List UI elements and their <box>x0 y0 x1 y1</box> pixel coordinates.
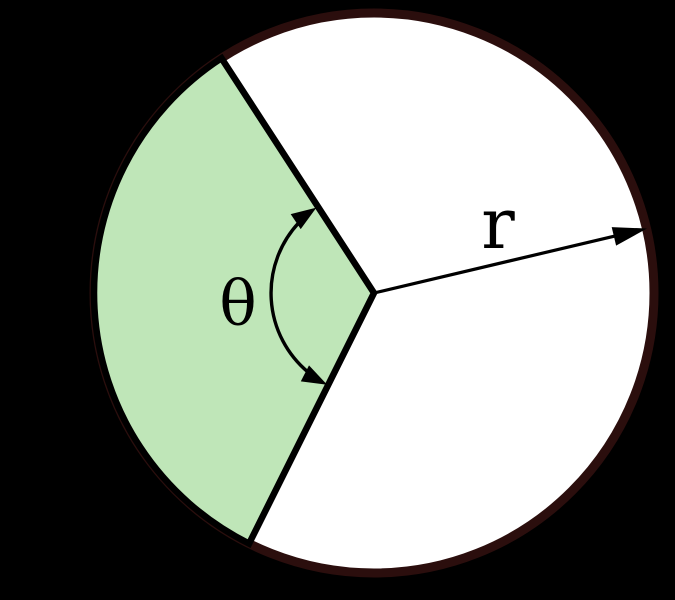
angle-arc <box>269 221 309 374</box>
radius-arrow <box>373 227 647 295</box>
radius-arrowhead-icon <box>611 227 647 246</box>
radius-label: r <box>481 183 515 265</box>
radius-arrow-line <box>373 233 619 295</box>
angle-label: θ <box>219 267 256 340</box>
angle-arc-upper-arrowhead-icon <box>290 207 317 230</box>
angle-arc-lower-arrowhead-icon <box>300 365 328 385</box>
sector <box>90 53 378 548</box>
angle-arc-arrow <box>269 207 328 385</box>
